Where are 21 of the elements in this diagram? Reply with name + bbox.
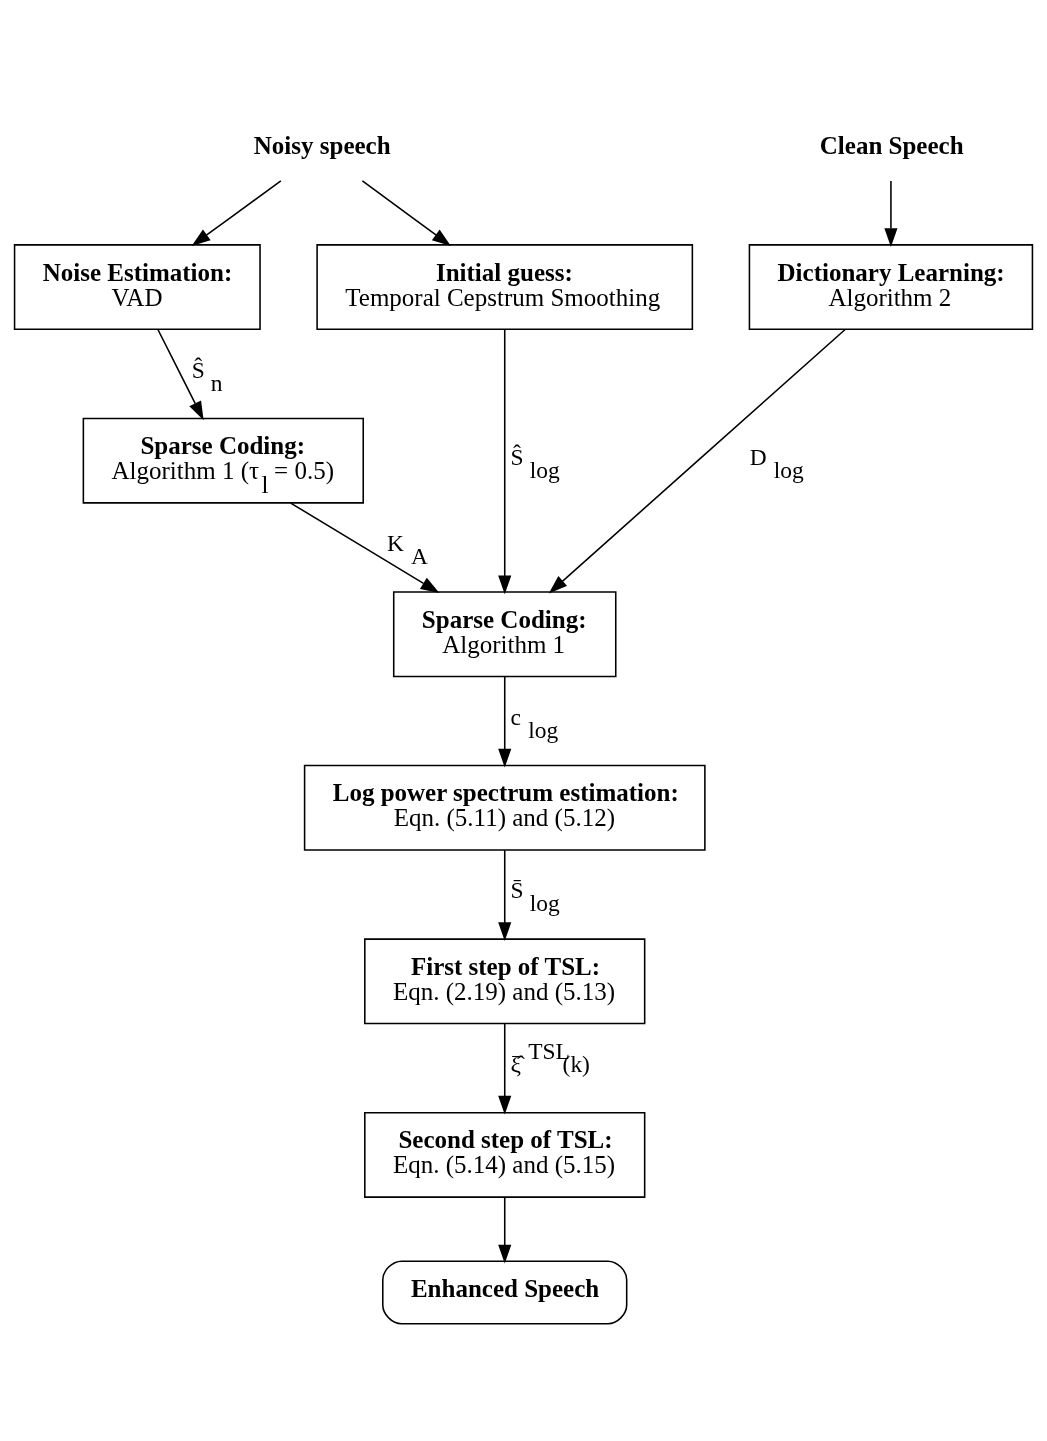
node-box: Log power spectrum estimation: Eqn. (5.11) and (5.12) <box>303 764 706 851</box>
arrow <box>157 328 204 420</box>
arrow <box>498 675 512 767</box>
arrow <box>498 1196 512 1264</box>
arrow <box>884 179 898 247</box>
arrow <box>191 179 282 246</box>
node-box: First step of TSL: Eqn. (2.19) and (5.13) <box>364 937 646 1024</box>
arrow <box>498 848 512 941</box>
arrow <box>498 328 512 594</box>
arrow <box>361 179 451 246</box>
node-box: Enhanced Speech <box>382 1259 628 1325</box>
arrow <box>548 328 846 593</box>
node-box: Sparse Coding: Algorithm 1 <box>392 590 617 677</box>
node-box: Second step of TSL: Eqn. (5.14) and (5.15) <box>364 1111 646 1198</box>
arrow <box>289 501 440 593</box>
node-text: Noisy speech <box>253 131 391 159</box>
node-box: Noise Estimation: VAD <box>13 243 261 330</box>
node-box: Dictionary Learning: Algorithm 2 <box>748 243 1034 330</box>
node-text: Clean Speech <box>819 131 964 159</box>
node-box: Initial guess: Temporal Cepstrum Smoothing <box>316 243 694 330</box>
arrow <box>498 1022 512 1115</box>
